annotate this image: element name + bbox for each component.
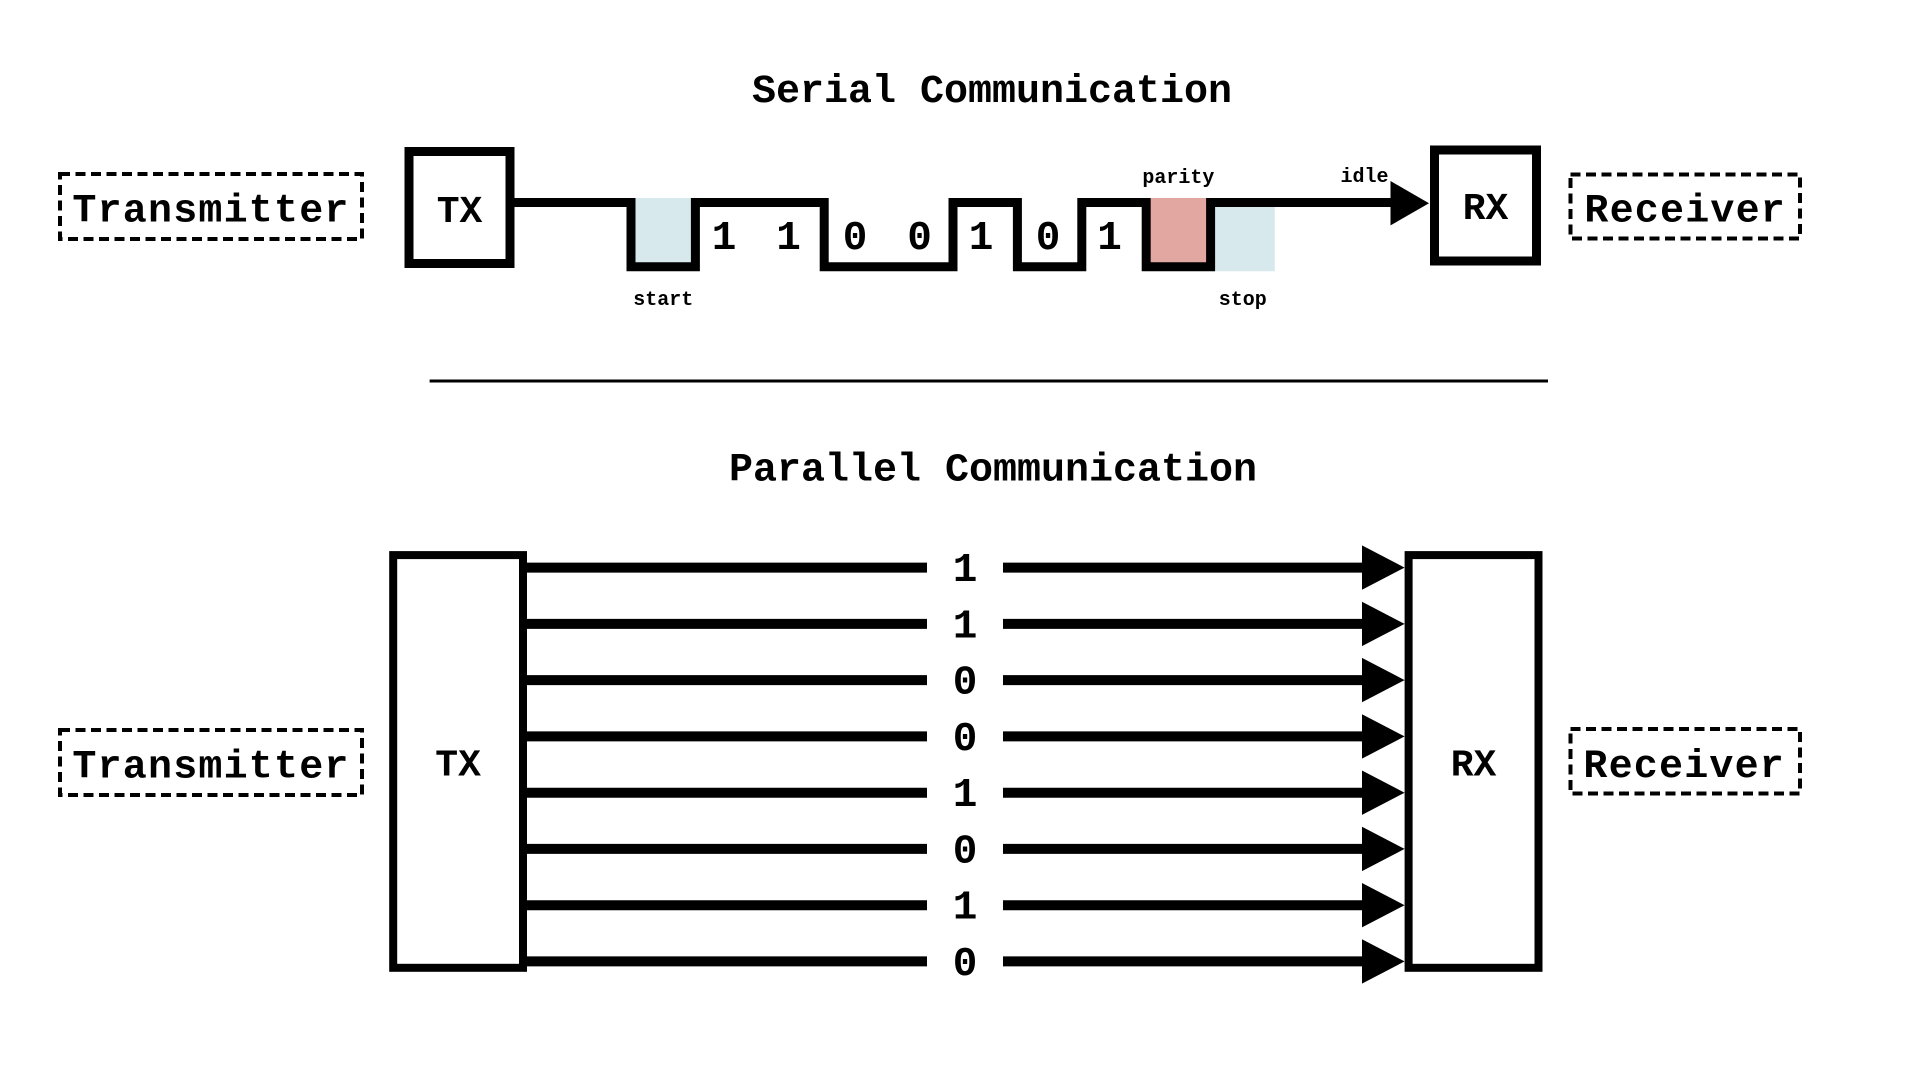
svg-text:Transmitter: Transmitter [72, 746, 349, 791]
svg-text:Serial Communication: Serial Communication [752, 70, 1232, 115]
svg-text:0: 0 [907, 216, 932, 262]
svg-text:RX: RX [1463, 188, 1509, 231]
svg-text:TX: TX [435, 745, 481, 788]
svg-text:1: 1 [776, 216, 801, 262]
svg-text:0: 0 [953, 717, 978, 763]
svg-text:1: 1 [953, 604, 978, 650]
svg-text:TX: TX [437, 191, 483, 234]
svg-text:RX: RX [1451, 745, 1497, 788]
svg-text:parity: parity [1142, 167, 1214, 190]
svg-text:1: 1 [712, 216, 737, 262]
svg-text:1: 1 [953, 886, 978, 932]
svg-text:Transmitter: Transmitter [72, 190, 349, 235]
svg-text:1: 1 [1097, 216, 1122, 262]
svg-text:Parallel Communication: Parallel Communication [729, 449, 1257, 494]
svg-text:1: 1 [953, 548, 978, 594]
svg-text:start: start [633, 289, 693, 312]
svg-text:Receiver: Receiver [1584, 190, 1786, 235]
svg-text:0: 0 [953, 829, 978, 875]
svg-text:0: 0 [1036, 216, 1061, 262]
svg-text:idle: idle [1340, 166, 1388, 189]
svg-text:0: 0 [953, 661, 978, 707]
svg-text:Receiver: Receiver [1583, 745, 1785, 790]
svg-text:0: 0 [843, 216, 868, 262]
svg-text:0: 0 [953, 942, 978, 988]
svg-text:1: 1 [953, 773, 978, 819]
svg-text:1: 1 [969, 216, 994, 262]
svg-text:stop: stop [1219, 289, 1267, 312]
